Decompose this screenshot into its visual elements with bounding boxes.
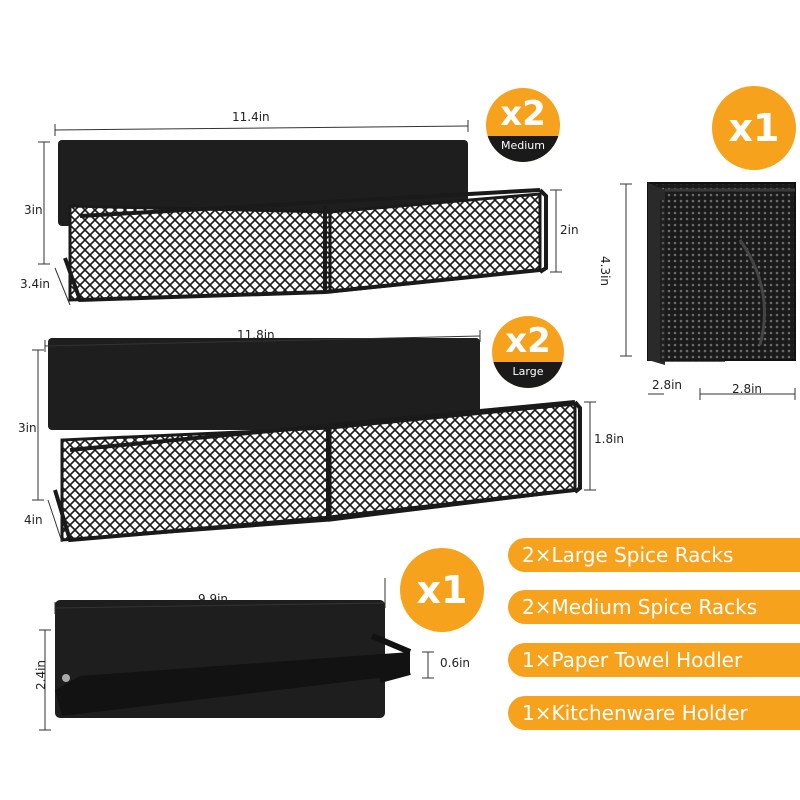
medium-quantity: x2 — [500, 94, 546, 134]
holder-height-label: 4.3in — [598, 256, 612, 287]
holder-depth-label: 2.8in — [652, 378, 683, 392]
contents-item-large-racks: 2×Large Spice Racks — [508, 538, 800, 572]
towel-quantity-badge: x1 — [400, 548, 484, 632]
holder-quantity: x1 — [728, 106, 780, 150]
towel-quantity: x1 — [416, 568, 468, 612]
towel-height-label: 2.4in — [34, 659, 48, 690]
medium-front-label: 2in — [560, 223, 579, 237]
large-quantity-badge: x2 Large — [492, 316, 564, 388]
large-depth-label: 4in — [24, 513, 43, 527]
large-size-label: Large — [492, 362, 564, 388]
large-width-label: 11.8in — [237, 328, 275, 342]
towel-width-label: 9.9in — [198, 592, 229, 606]
holder-quantity-badge: x1 — [712, 86, 796, 170]
large-height-label: 3in — [18, 421, 37, 435]
contents-item-medium-racks: 2×Medium Spice Racks — [508, 590, 800, 624]
holder-width-label: 2.8in — [732, 382, 763, 396]
large-front-label: 1.8in — [594, 432, 625, 446]
medium-width-label: 11.4in — [232, 110, 270, 124]
kitchenware-holder — [647, 182, 796, 365]
medium-size-label: Medium — [486, 136, 560, 162]
dimension-lines — [32, 120, 796, 731]
contents-item-towel-holder: 1×Paper Towel Hodler — [508, 643, 800, 677]
medium-height-label: 3in — [24, 203, 43, 217]
towel-depth-label: 0.6in — [440, 656, 471, 670]
medium-depth-label: 3.4in — [20, 277, 51, 291]
paper-towel-holder — [55, 600, 412, 718]
medium-spice-rack — [58, 140, 548, 303]
large-quantity: x2 — [505, 321, 551, 361]
large-spice-rack — [48, 338, 582, 543]
contents-item-kitchenware-holder: 1×Kitchenware Holder — [508, 696, 800, 730]
medium-quantity-badge: x2 Medium — [486, 88, 560, 162]
